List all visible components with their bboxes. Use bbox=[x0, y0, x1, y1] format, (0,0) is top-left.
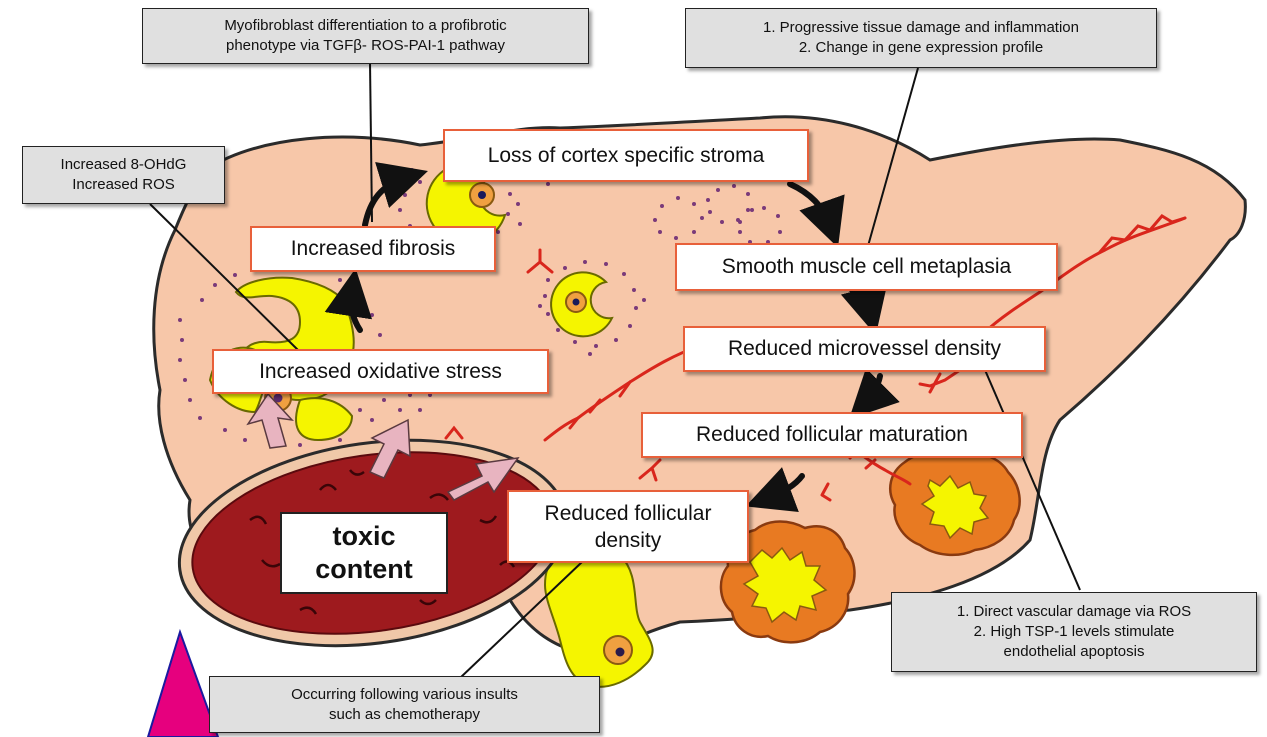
stage-microvessel-density: Reduced microvessel density bbox=[683, 326, 1046, 372]
toxic-label: content bbox=[282, 553, 446, 586]
callout-text: 2. High TSP-1 levels stimulate bbox=[974, 622, 1175, 642]
stage-smooth-muscle: Smooth muscle cell metaplasia bbox=[675, 243, 1058, 291]
callout-text: phenotype via TGFβ- ROS-PAI-1 pathway bbox=[226, 36, 505, 56]
stage-loss-stroma: Loss of cortex specific stroma bbox=[443, 129, 809, 182]
callout-text: endothelial apoptosis bbox=[1004, 642, 1145, 662]
callout-text: Increased 8-OHdG bbox=[61, 155, 187, 175]
toxic-label: toxic bbox=[282, 520, 446, 553]
callout-oxidative-markers: Increased 8-OHdG Increased ROS bbox=[22, 146, 225, 204]
antral-follicle-right bbox=[890, 451, 1019, 555]
callout-myofibroblast: Myofibroblast differentiation to a profi… bbox=[142, 8, 589, 64]
callout-vascular-damage: 1. Direct vascular damage via ROS 2. Hig… bbox=[891, 592, 1257, 672]
stage-follicular-maturation: Reduced follicular maturation bbox=[641, 412, 1023, 458]
callout-text: Myofibroblast differentiation to a profi… bbox=[224, 16, 506, 36]
toxic-content-label: toxic content bbox=[280, 512, 448, 594]
callout-text: Occurring following various insults bbox=[291, 685, 518, 705]
callout-text: 1. Progressive tissue damage and inflamm… bbox=[763, 18, 1079, 38]
stage-label: Loss of cortex specific stroma bbox=[488, 144, 765, 168]
callout-tissue-damage: 1. Progressive tissue damage and inflamm… bbox=[685, 8, 1157, 68]
stage-label: Increased oxidative stress bbox=[259, 360, 502, 384]
callout-text: 2. Change in gene expression profile bbox=[799, 38, 1043, 58]
stage-label: Increased fibrosis bbox=[291, 237, 456, 261]
callout-text: Increased ROS bbox=[72, 175, 175, 195]
stage-label: Smooth muscle cell metaplasia bbox=[722, 255, 1011, 279]
stage-label: Reduced follicular bbox=[545, 500, 712, 527]
stage-label: Reduced follicular maturation bbox=[696, 423, 968, 447]
callout-text: 1. Direct vascular damage via ROS bbox=[957, 602, 1191, 622]
stage-oxidative-stress: Increased oxidative stress bbox=[212, 349, 549, 394]
stage-label: density bbox=[595, 527, 662, 554]
callout-text: such as chemotherapy bbox=[329, 705, 480, 725]
stage-label: Reduced microvessel density bbox=[728, 337, 1001, 361]
callout-insults: Occurring following various insults such… bbox=[209, 676, 600, 733]
stage-increased-fibrosis: Increased fibrosis bbox=[250, 226, 496, 272]
pointer-arrow bbox=[148, 632, 218, 737]
stage-follicular-density: Reduced follicular density bbox=[507, 490, 749, 563]
